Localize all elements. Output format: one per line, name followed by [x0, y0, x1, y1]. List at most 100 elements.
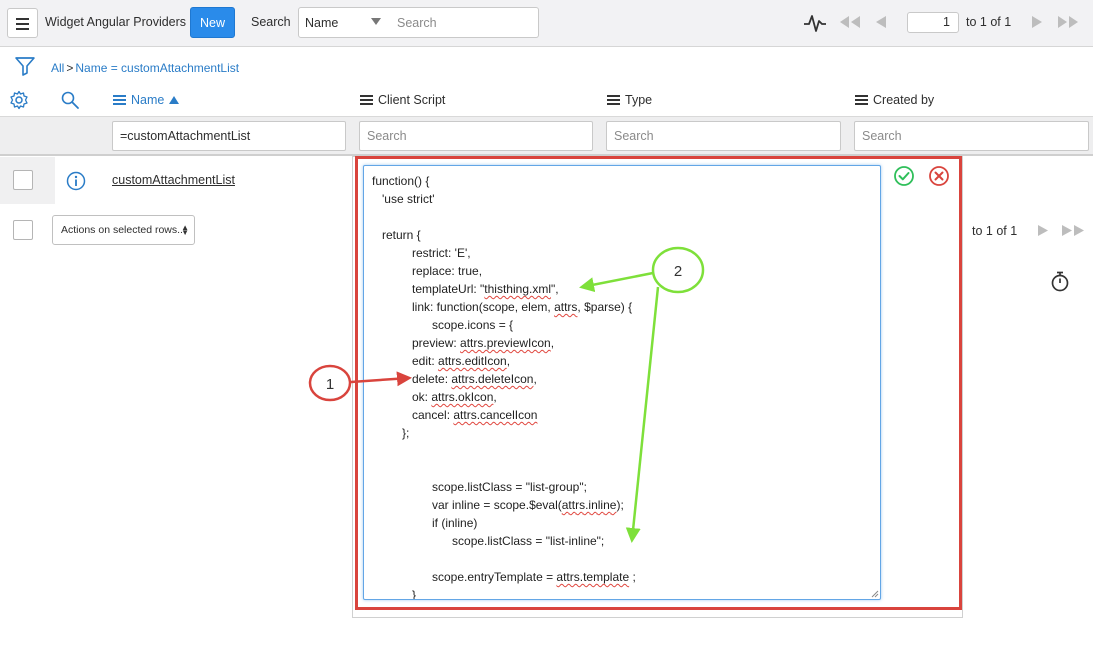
code-token: ,: [550, 336, 555, 350]
search-icon[interactable]: [60, 90, 80, 110]
activity-pulse-icon[interactable]: [803, 11, 827, 35]
new-button[interactable]: New: [190, 7, 235, 38]
actions-select-label: Actions on selected rows...: [61, 224, 186, 236]
code-token: templateUrl: ": [372, 282, 485, 296]
code-token: scope.listClass = "list-inline";: [372, 534, 605, 548]
code-token: ;: [629, 570, 636, 584]
stopwatch-icon[interactable]: [1049, 270, 1071, 292]
footer-page-range-text: to 1 of 1: [972, 224, 1018, 238]
code-token: }: [372, 588, 417, 600]
code-line: cancel: attrs.cancelIcon: [372, 406, 537, 424]
footer-next-page-icon[interactable]: [1037, 224, 1049, 237]
code-line: 'use strict': [372, 190, 435, 208]
footer-last-page-icon[interactable]: [1061, 224, 1085, 237]
code-token-flagged: attrs.template: [556, 570, 630, 584]
previous-page-icon[interactable]: [874, 14, 888, 30]
code-line: preview: attrs.previewIcon,: [372, 334, 554, 352]
caret-down-icon: [371, 18, 381, 25]
code-token: ,: [506, 354, 511, 368]
code-token: preview:: [372, 336, 461, 350]
sort-ascending-icon: [169, 96, 180, 104]
code-token-flagged: attrs.okIcon: [431, 390, 494, 404]
column-menu-icon[interactable]: [360, 95, 373, 105]
list-title: Widget Angular Providers: [45, 15, 187, 29]
code-token-flagged: attrs.editIcon: [438, 354, 507, 368]
code-line: var inline = scope.$eval(attrs.inline);: [372, 496, 624, 514]
code-line: if (inline): [372, 514, 477, 532]
save-check-icon[interactable]: [893, 165, 915, 187]
code-token: );: [616, 498, 624, 512]
code-token: link: function(scope, elem,: [372, 300, 555, 314]
created-by-filter-input[interactable]: [854, 121, 1089, 151]
code-token: ,: [493, 390, 497, 404]
name-filter-input[interactable]: [112, 121, 346, 151]
breadcrumb: All>Name = customAttachmentList: [51, 61, 239, 75]
code-token-flagged: attrs.inline: [561, 498, 617, 512]
cancel-x-icon[interactable]: [928, 165, 950, 187]
code-token: cancel:: [372, 408, 454, 422]
page-number-input[interactable]: 1: [907, 12, 959, 33]
code-token: ok:: [372, 390, 432, 404]
gear-icon[interactable]: [9, 90, 29, 110]
code-line: return {: [372, 226, 421, 244]
code-line: scope.entryTemplate = attrs.template ;: [372, 568, 636, 586]
code-token: if (inline): [372, 516, 478, 530]
last-page-icon[interactable]: [1056, 14, 1080, 30]
code-token: return {: [372, 228, 421, 242]
code-token-flagged: attrs.previewIcon: [460, 336, 551, 350]
column-menu-icon[interactable]: [855, 95, 868, 105]
resize-grip-icon[interactable]: [871, 590, 879, 598]
breadcrumb-condition[interactable]: Name = customAttachmentList: [75, 61, 240, 75]
column-header-created-by-label: Created by: [873, 93, 935, 107]
code-line: ok: attrs.okIcon,: [372, 388, 497, 406]
row-checkbox[interactable]: [13, 170, 33, 190]
code-token: ,: [533, 372, 537, 386]
search-field-select[interactable]: Name: [298, 7, 390, 38]
info-icon[interactable]: [66, 171, 86, 191]
up-down-arrows-icon: ▲▼: [181, 223, 189, 237]
page-range-text: to 1 of 1: [966, 15, 1012, 29]
client-script-textarea[interactable]: function() { 'use strict' return { restr…: [363, 165, 881, 600]
code-line: delete: attrs.deleteIcon,: [372, 370, 537, 388]
next-page-icon[interactable]: [1030, 14, 1044, 30]
code-token: , $parse) {: [577, 300, 633, 314]
code-line: };: [372, 424, 409, 442]
code-line: scope.listClass = "list-group";: [372, 478, 587, 496]
column-header-created-by[interactable]: Created by: [855, 93, 934, 107]
code-token: restrict: 'E',: [372, 246, 471, 260]
filter-icon[interactable]: [14, 55, 36, 77]
column-menu-icon[interactable]: [113, 95, 126, 105]
code-token: edit:: [372, 354, 439, 368]
code-token: 'use strict': [372, 192, 435, 206]
header-search-input[interactable]: [389, 7, 539, 38]
column-header-type-label: Type: [625, 93, 653, 107]
breadcrumb-all[interactable]: All: [51, 61, 65, 75]
code-line: restrict: 'E',: [372, 244, 471, 262]
column-header-name[interactable]: Name: [113, 93, 180, 107]
search-field-value: Name: [305, 16, 339, 30]
code-token: replace: true,: [372, 264, 483, 278]
code-token-flagged: attrs.deleteIcon: [451, 372, 534, 386]
code-token: ",: [551, 282, 559, 296]
select-all-checkbox[interactable]: [13, 220, 33, 240]
column-header-type[interactable]: Type: [607, 93, 652, 107]
column-menu-icon[interactable]: [607, 95, 620, 105]
hamburger-menu-button[interactable]: [7, 8, 38, 38]
code-token: var inline = scope.$eval(: [372, 498, 562, 512]
actions-select[interactable]: Actions on selected rows... ▲▼: [52, 215, 195, 245]
code-token-flagged: attrs.cancelIcon: [453, 408, 538, 422]
callout-1-label: 1: [326, 376, 334, 393]
first-page-icon[interactable]: [838, 14, 862, 30]
code-line: link: function(scope, elem, attrs, $pars…: [372, 298, 632, 316]
code-line: scope.icons = {: [372, 316, 513, 334]
type-filter-input[interactable]: [606, 121, 841, 151]
row-name-link[interactable]: customAttachmentList: [112, 173, 235, 187]
code-token: };: [372, 426, 410, 440]
client-script-filter-input[interactable]: [359, 121, 593, 151]
annotation-highlight-frame: [355, 156, 962, 610]
code-line: scope.listClass = "list-inline";: [372, 532, 604, 550]
code-token: scope.listClass = "list-group";: [372, 480, 587, 494]
column-header-name-label: Name: [131, 93, 165, 107]
column-header-client-script[interactable]: Client Script: [360, 93, 445, 107]
code-line: templateUrl: "thisthing.xml",: [372, 280, 559, 298]
